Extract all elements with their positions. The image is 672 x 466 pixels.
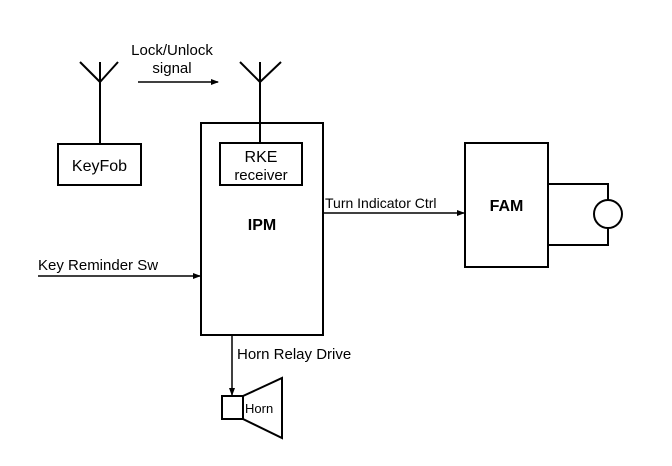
lock-unlock-signal: Lock/Unlock signal (131, 42, 219, 85)
horn-relay-signal: Horn Relay Drive (229, 335, 351, 396)
turn-indicator-signal: Turn Indicator Ctrl (323, 195, 465, 216)
lock-unlock-label-line1: Lock/Unlock (131, 42, 213, 59)
turn-indicator-label: Turn Indicator Ctrl (325, 195, 437, 211)
key-reminder-label: Key Reminder Sw (38, 257, 158, 274)
ipm-block: IPM (200, 122, 324, 336)
fam-block: FAM (464, 142, 549, 268)
rke-antenna-icon (239, 61, 282, 143)
keyfob-label: KeyFob (72, 158, 127, 175)
rke-label-line1: RKE (245, 149, 278, 166)
lamp-icon (548, 183, 623, 246)
lock-unlock-label-line2: signal (152, 60, 191, 77)
ipm-label: IPM (248, 217, 276, 234)
fam-label: FAM (490, 198, 524, 215)
rke-receiver-block: RKE receiver (219, 142, 303, 186)
rke-label-line2: receiver (234, 167, 287, 184)
horn-label: Horn (245, 401, 273, 416)
horn-relay-label: Horn Relay Drive (237, 346, 351, 363)
horn-icon: Horn (221, 376, 283, 440)
key-reminder-signal: Key Reminder Sw (38, 257, 201, 279)
keyfob-block: KeyFob (57, 143, 142, 186)
keyfob-antenna-icon (79, 61, 119, 144)
